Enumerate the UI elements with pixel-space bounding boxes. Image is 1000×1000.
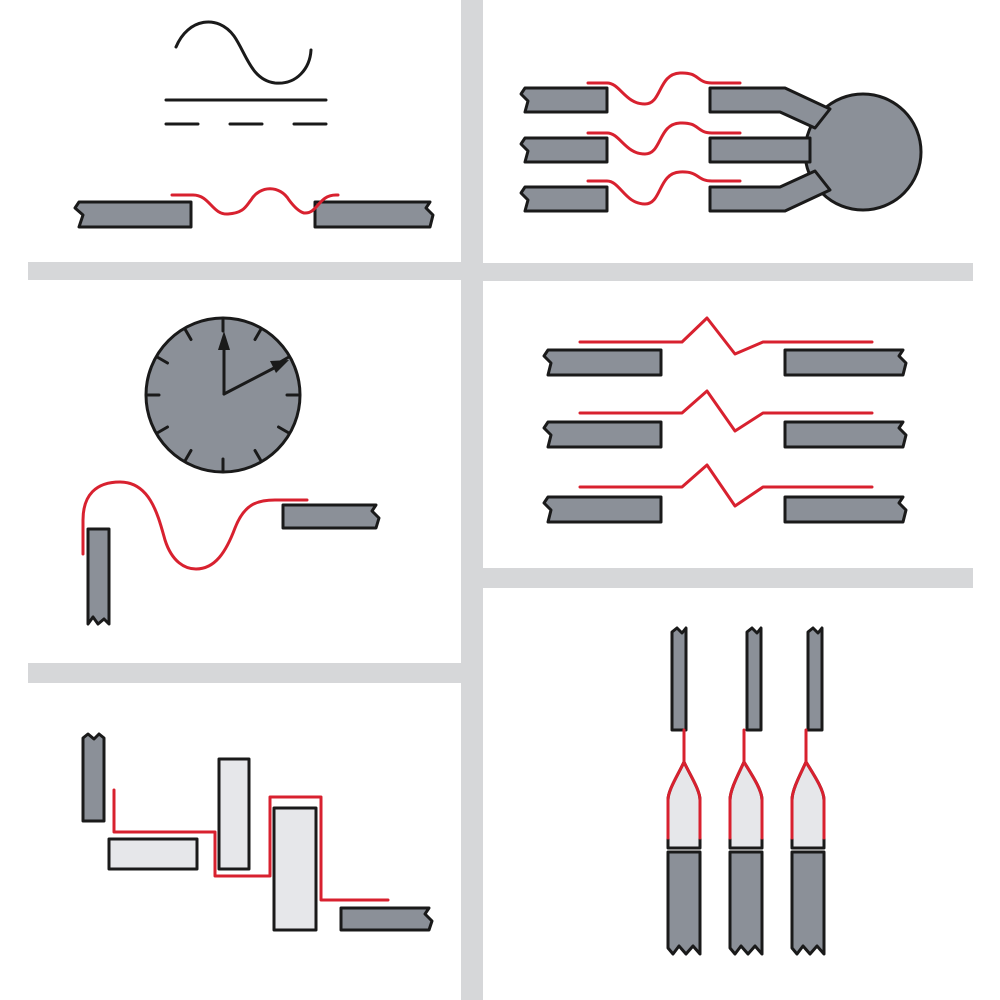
joint-row-1 <box>542 316 908 377</box>
panel-dividers <box>28 0 973 1000</box>
divider-vertical <box>461 0 483 1000</box>
flex-connector-s-curve <box>81 480 309 571</box>
block-tall-right <box>272 806 318 932</box>
divider-right-top <box>483 263 973 281</box>
crimp-column-2 <box>728 626 764 956</box>
crimp-column-3 <box>790 626 826 956</box>
divider-left-top <box>28 262 461 280</box>
busbar-left <box>73 200 193 229</box>
panel-terminal <box>519 71 923 213</box>
conductor-row-3 <box>519 169 832 213</box>
flex-connector-stepped <box>112 788 390 902</box>
panel-parallel-joints <box>542 316 908 524</box>
clock-hour-hand-tip <box>218 331 230 350</box>
block-low-left <box>107 837 199 871</box>
busbar-horizontal-right <box>339 906 434 932</box>
joint-row-3 <box>542 463 908 524</box>
panel-vibration <box>73 20 435 229</box>
busbar-right <box>313 200 435 229</box>
divider-right-bottom <box>483 568 973 588</box>
busbar-vertical-left <box>81 732 106 823</box>
divider-left-bottom <box>28 663 461 683</box>
panel-time-flexing <box>81 316 381 626</box>
clock-minute-hand-tip <box>270 360 289 373</box>
panel-vertical-crimps <box>666 626 826 956</box>
sine-wave-icon <box>174 20 313 85</box>
joint-row-2 <box>542 389 908 449</box>
crimp-column-1 <box>666 626 702 956</box>
block-tall-middle <box>217 757 251 871</box>
busbar-horizontal <box>281 503 381 530</box>
panel-stepped-connection <box>81 732 434 932</box>
clock-icon <box>144 316 302 474</box>
flex-connector <box>170 187 340 216</box>
conductor-row-2 <box>519 121 812 164</box>
busbar-vertical <box>86 527 111 626</box>
conductor-row-1 <box>519 71 832 130</box>
clock-minute-hand <box>222 365 278 396</box>
